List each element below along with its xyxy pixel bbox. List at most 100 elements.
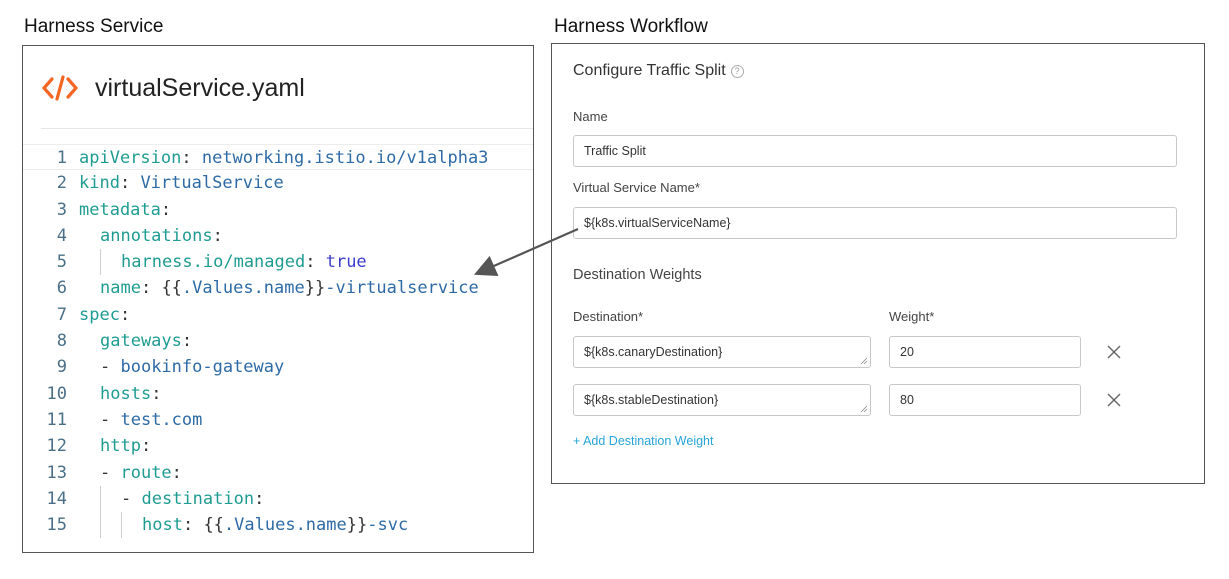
code-token: test.com [120, 409, 203, 430]
code-token: : [171, 462, 182, 483]
code-line[interactable]: 11- test.com [23, 407, 533, 433]
header-divider [41, 128, 533, 129]
line-number: 13 [46, 462, 67, 483]
close-icon[interactable] [1105, 391, 1123, 409]
indent-guide [121, 512, 142, 539]
line-number: 9 [56, 357, 67, 378]
code-text: - bookinfo-gateway [79, 354, 284, 380]
virtual-service-name-input[interactable]: ${k8s.virtualServiceName} [573, 207, 1177, 239]
file-name: virtualService.yaml [95, 73, 305, 102]
code-token: : [305, 252, 326, 273]
line-number: 6 [56, 278, 67, 299]
line-number: 7 [56, 304, 67, 325]
code-token: : [181, 331, 193, 352]
code-token: - [100, 409, 121, 430]
code-token: gateways [100, 331, 182, 352]
close-icon[interactable] [1105, 343, 1123, 361]
destination-input[interactable]: ${k8s.stableDestination} [573, 384, 871, 416]
form-title-text: Configure Traffic Split [573, 62, 726, 79]
code-token: bookinfo-gateway [120, 357, 285, 378]
code-text: spec: [79, 302, 130, 328]
weight-input[interactable]: 20 [889, 336, 1081, 368]
code-token: host [142, 515, 183, 536]
code-line[interactable]: 2 kind: VirtualService [23, 170, 533, 196]
code-text: kind: VirtualService [79, 170, 284, 196]
indent-guide [79, 249, 100, 275]
indent-guide [79, 354, 100, 380]
line-number: 2 [56, 173, 67, 194]
code-token: route [120, 462, 172, 483]
code-token: spec [79, 304, 120, 325]
indent-guide [79, 223, 100, 249]
indent-guide [79, 381, 100, 407]
weight-column-label: Weight* [889, 309, 935, 324]
code-token: {{ [203, 515, 224, 536]
question-circle-icon[interactable]: ? [730, 64, 744, 78]
code-token: : [119, 304, 131, 325]
code-token: harness.io/managed [121, 252, 306, 273]
code-line[interactable]: 10 hosts: [23, 381, 533, 407]
destination-value: ${k8s.stableDestination} [584, 393, 719, 407]
code-token: : [212, 225, 223, 246]
resize-handle-icon[interactable] [860, 405, 868, 413]
code-line[interactable]: 9 - bookinfo-gateway [23, 354, 533, 380]
indent-guide [79, 460, 100, 486]
indent-guide [79, 407, 100, 433]
traffic-split-form: Configure Traffic Split ? Name Traffic S… [551, 43, 1205, 484]
code-token: - [100, 357, 121, 378]
destination-input[interactable]: ${k8s.canaryDestination} [573, 336, 871, 368]
code-token: true [325, 252, 367, 273]
code-text: - test.com [79, 407, 202, 433]
code-token: - [121, 488, 142, 509]
line-number: 10 [46, 383, 67, 404]
code-token: -svc [367, 515, 409, 536]
code-text: metadata: [79, 197, 171, 223]
line-number: 3 [56, 199, 67, 220]
code-token: kind [79, 173, 120, 194]
indent-guide [79, 433, 100, 459]
code-token: metadata [79, 199, 161, 220]
indent-guide [100, 512, 121, 539]
resize-handle-icon[interactable] [860, 357, 868, 365]
code-text: apiVersion: networking.istio.io/v1alpha3 [79, 145, 488, 171]
name-input[interactable]: Traffic Split [573, 135, 1177, 167]
code-line[interactable]: 3 metadata: [23, 197, 533, 223]
code-text: annotations: [79, 223, 223, 249]
code-line[interactable]: 12 http: [23, 433, 533, 459]
code-text: name: {{.Values.name}}-virtualservice [79, 275, 479, 301]
harness-workflow-label: Harness Workflow [554, 16, 708, 37]
code-token: : [160, 199, 172, 220]
line-number: 5 [56, 252, 67, 273]
indent-guide [100, 485, 121, 513]
line-number: 12 [46, 436, 67, 457]
code-text: harness.io/managed: true [79, 249, 367, 276]
code-token: : [140, 278, 162, 299]
code-token: annotations [100, 225, 213, 246]
name-label: Name [573, 109, 608, 124]
indent-guide [79, 486, 100, 512]
code-line[interactable]: 5 harness.io/managed: true [23, 249, 533, 276]
weight-input[interactable]: 80 [889, 384, 1081, 416]
code-line[interactable]: 14- destination: [23, 485, 533, 513]
code-token: }} [346, 515, 368, 536]
indent-guide [79, 512, 100, 538]
code-token: {{ [161, 278, 182, 299]
code-token: apiVersion [79, 148, 182, 168]
code-line[interactable]: 6 name: {{.Values.name}}-virtualservice [23, 275, 533, 301]
indent-guide [79, 328, 100, 354]
code-token: name [100, 278, 141, 299]
code-line[interactable]: 7 spec: [23, 302, 533, 328]
code-token: : [182, 515, 204, 536]
code-line[interactable]: 13- route: [23, 460, 533, 486]
code-text: http: [79, 433, 151, 459]
code-token: networking.istio.io/v1alpha3 [201, 148, 489, 168]
code-text: hosts: [79, 381, 161, 407]
line-number: 15 [46, 515, 67, 536]
add-destination-weight-link[interactable]: + Add Destination Weight [573, 434, 714, 448]
